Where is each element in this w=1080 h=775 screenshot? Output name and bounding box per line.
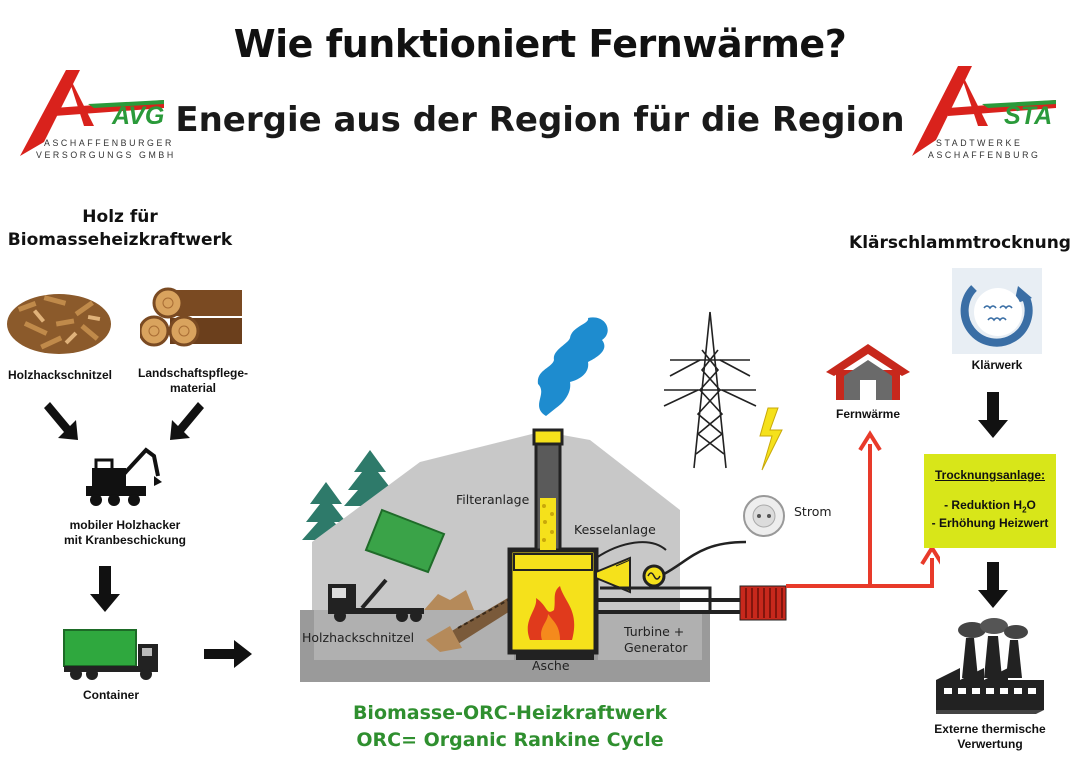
chipper-label-line1: mobiler Holzhacker xyxy=(69,518,181,532)
wood-chips-image xyxy=(7,294,111,354)
power-label: Strom xyxy=(794,504,832,519)
sta-logo-name: STA xyxy=(1004,102,1052,130)
drying-plant-heading: Trocknungsanlage: xyxy=(934,468,1046,482)
arrow-down-icon xyxy=(90,566,120,612)
container-truck-image xyxy=(63,629,158,680)
sta-logo: STA STADTWERKE ASCHAFFENBURG xyxy=(912,66,1056,160)
landscape-material-line2: material xyxy=(169,381,217,395)
sewage-plant-image xyxy=(952,268,1042,354)
boiler-label: Kesselanlage xyxy=(574,522,656,537)
power-plant-diagram xyxy=(300,311,787,682)
container-label: Container xyxy=(82,688,139,702)
sludge-drying-heading: Klärschlammtrocknung xyxy=(849,233,1071,253)
landscape-material-label: Landschaftspflege- material xyxy=(128,366,258,396)
avg-logo-line2: VERSORGUNGS GMBH xyxy=(36,150,174,160)
arrow-down-icon xyxy=(978,392,1008,438)
drying-plant-box: Trocknungsanlage: - Reduktion H2O - Erhö… xyxy=(924,454,1056,548)
arrow-down-icon xyxy=(978,562,1008,608)
district-heat-label: Fernwärme xyxy=(835,407,901,421)
footer-line1: Biomasse-ORC-Heizkraftwerk xyxy=(352,702,668,724)
drying-line1-pre: - Reduktion H xyxy=(944,498,1023,512)
ash-label: Asche xyxy=(532,658,570,673)
power-pylon-icon xyxy=(663,311,757,469)
tree-icon xyxy=(302,482,350,540)
avg-logo-line1: ASCHAFFENBURGER xyxy=(44,138,174,148)
tipper-truck-image xyxy=(328,508,446,622)
page-subtitle: Energie aus der Region für die Region xyxy=(175,100,905,140)
house-icon xyxy=(826,344,910,400)
sewage-plant-label: Klärwerk xyxy=(971,358,1023,372)
logs-image xyxy=(140,287,242,347)
arrow-down-left-icon xyxy=(170,402,204,440)
page-title: Wie funktioniert Fernwärme? xyxy=(233,22,847,66)
arrows-to-chipper xyxy=(44,402,204,440)
chipper-label-line2: mit Kranbeschickung xyxy=(63,533,187,547)
turbine-label: Turbine + Generator xyxy=(624,624,687,656)
avg-logo-name: AVG xyxy=(111,102,164,130)
arrow-right-icon xyxy=(204,640,252,668)
sta-logo-line1: STADTWERKE xyxy=(936,138,1022,148)
wood-chipper-image xyxy=(86,447,162,506)
drying-line1-sub: 2 xyxy=(1022,505,1027,515)
landscape-material-line1: Landschaftspflege- xyxy=(137,366,248,380)
factory-image xyxy=(936,618,1044,714)
drying-line1-post: O xyxy=(1026,498,1036,512)
wood-heading-line1: Holz für xyxy=(82,207,158,227)
wood-heading: Holz für Biomasseheizkraftwerk xyxy=(0,206,240,252)
chipper-label: mobiler Holzhacker mit Kranbeschickung xyxy=(40,518,210,548)
lightning-icon xyxy=(759,407,783,471)
filter-label: Filteranlage xyxy=(456,492,530,507)
wood-heading-line2: Biomasseheizkraftwerk xyxy=(7,230,233,250)
wood-chips-label: Holzhackschnitzel xyxy=(7,368,113,382)
external-use-line1: Externe thermische xyxy=(934,722,1046,736)
chips-plant-label: Holzhackschnitzel xyxy=(302,630,415,645)
drying-plant-line1: - Reduktion H2O xyxy=(924,498,1056,514)
arrow-down-right-icon xyxy=(44,402,78,440)
turbine-label-line2: Generator xyxy=(624,640,688,655)
external-use-label: Externe thermische Verwertung xyxy=(920,722,1060,752)
turbine-label-line1: Turbine + xyxy=(624,624,685,639)
smoke-image xyxy=(537,317,608,416)
sta-logo-line2: ASCHAFFENBURG xyxy=(928,150,1041,160)
footer-line2: ORC= Organic Rankine Cycle xyxy=(356,729,664,751)
avg-logo: AVG ASCHAFFENBURGER VERSORGUNGS GMBH xyxy=(20,70,174,160)
heat-pipes xyxy=(786,430,940,588)
drying-plant-line2: - Erhöhung Heizwert xyxy=(931,516,1049,531)
external-use-line2: Verwertung xyxy=(957,737,1023,751)
